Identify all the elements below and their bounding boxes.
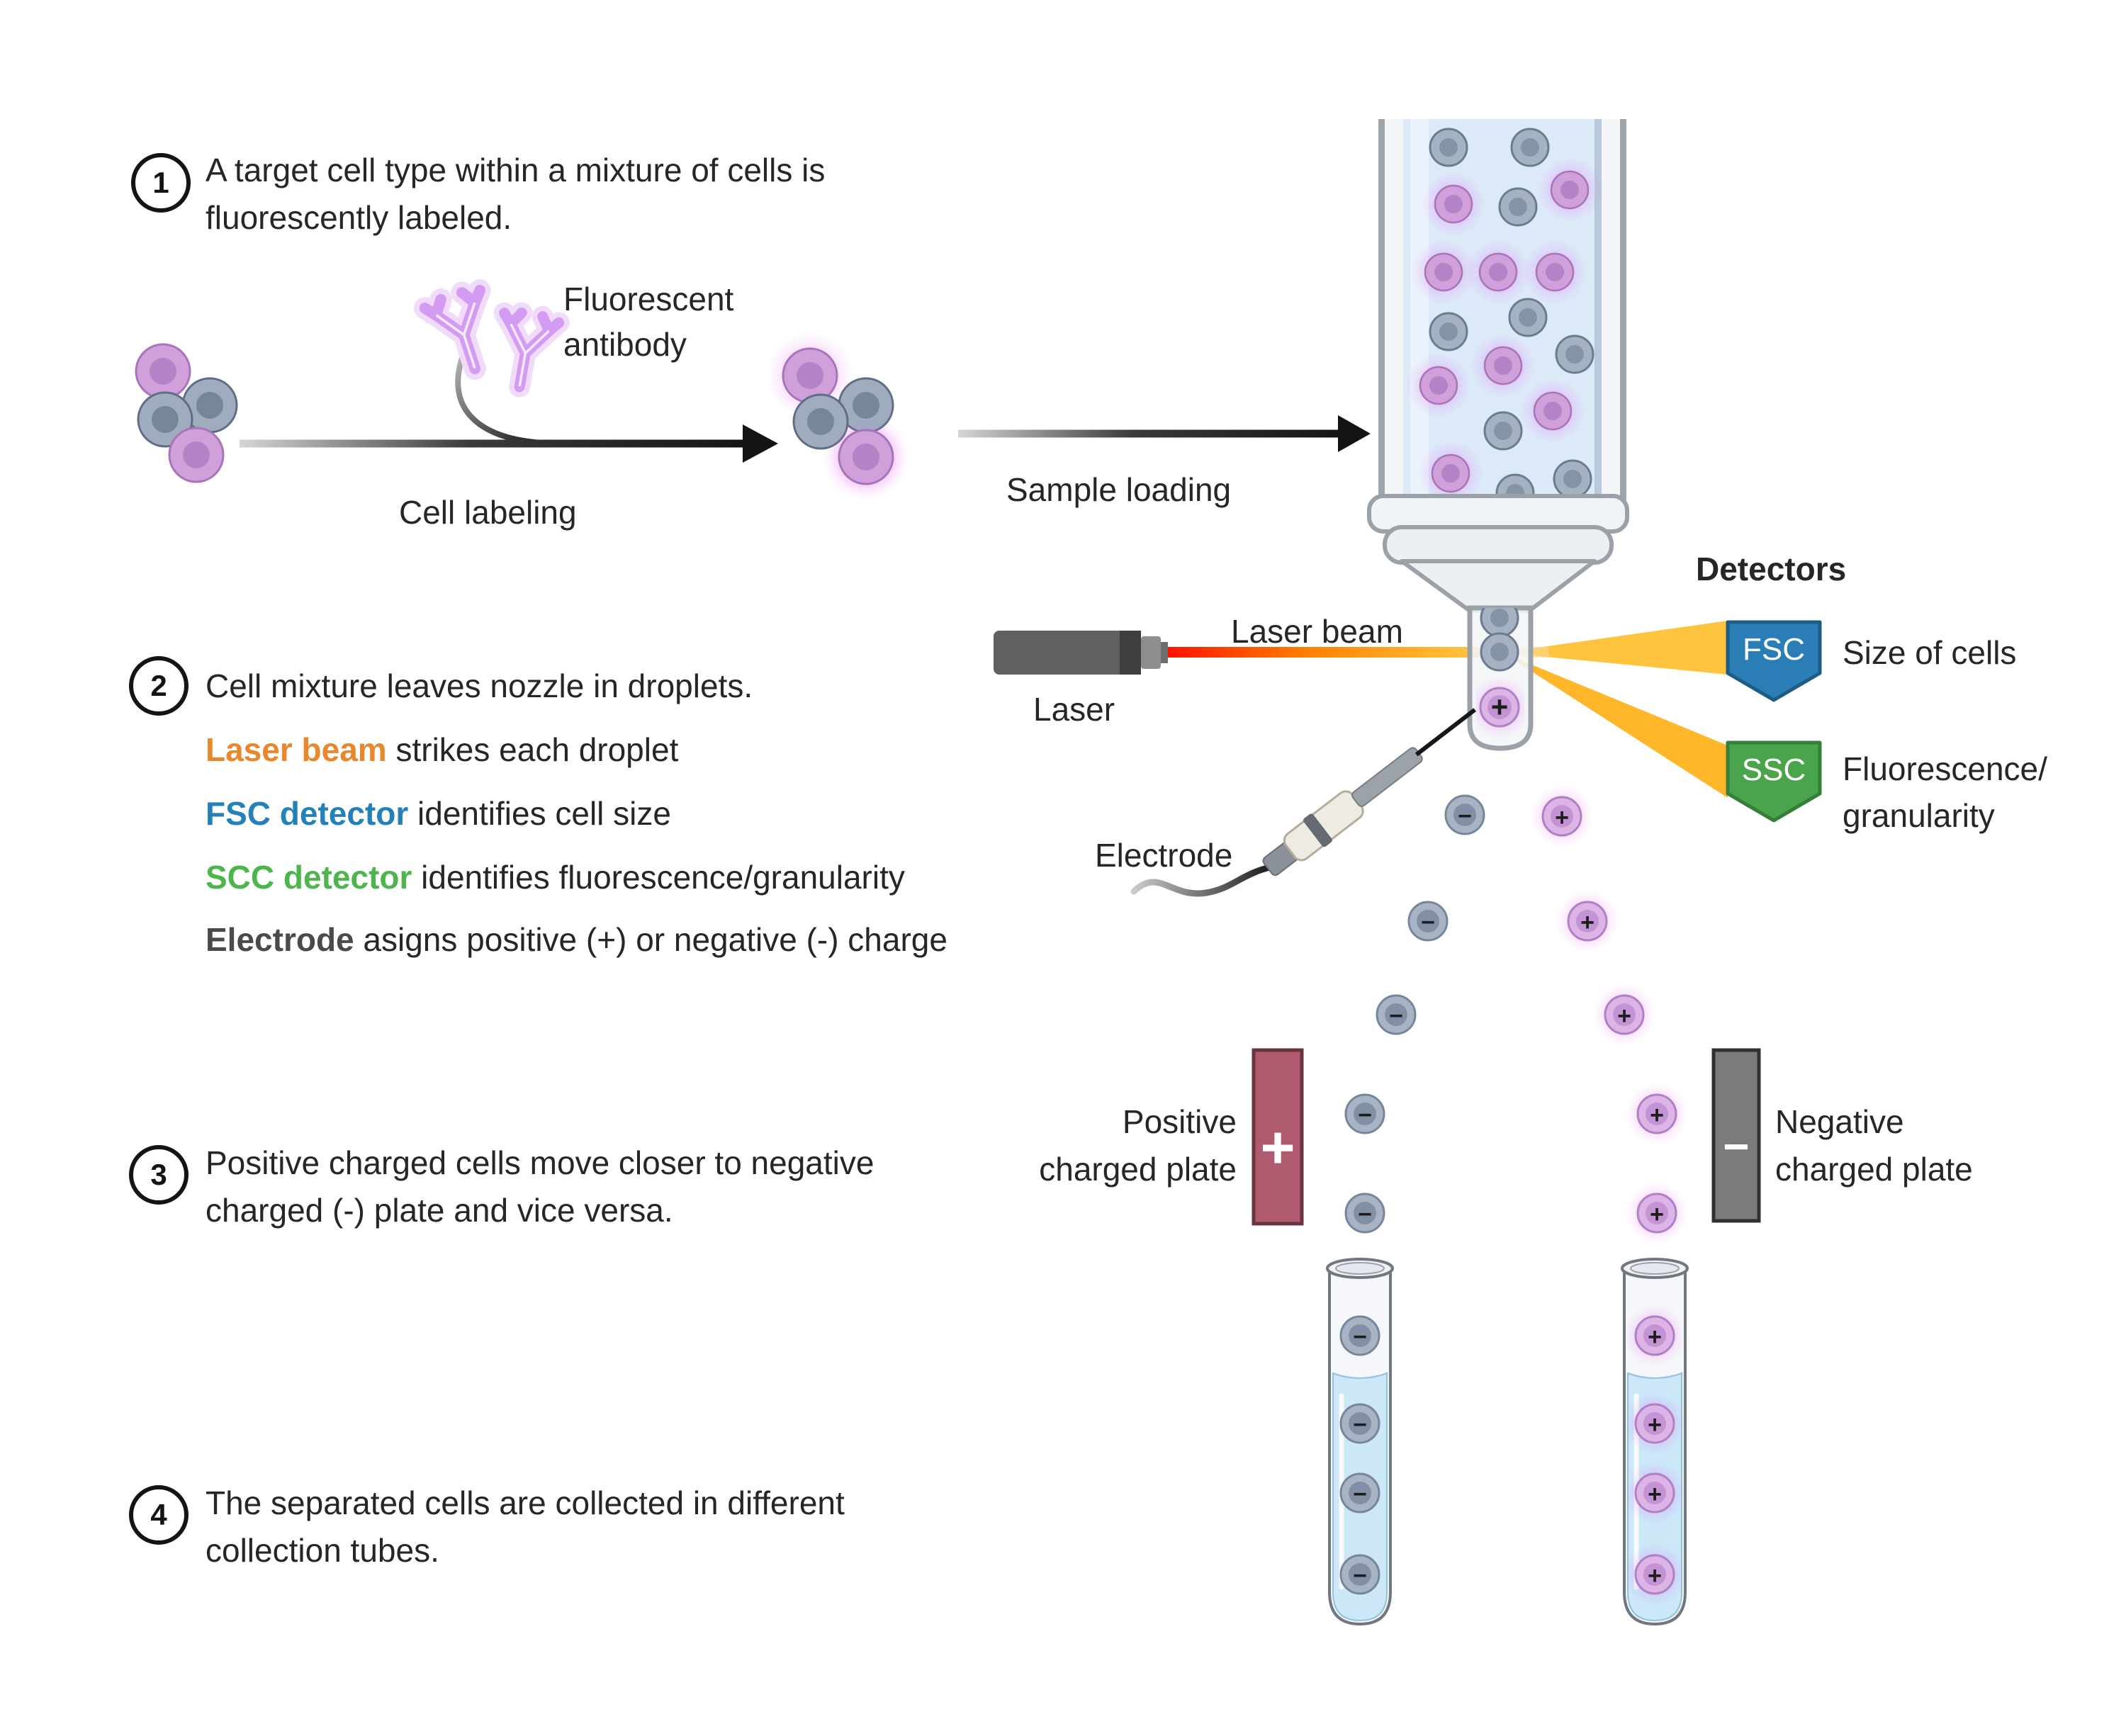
laser-device-icon bbox=[994, 631, 1168, 675]
svg-text:−: − bbox=[1421, 909, 1435, 936]
svg-text:−: − bbox=[1358, 1102, 1372, 1129]
cell-labeling-label: Cell labeling bbox=[399, 494, 577, 531]
svg-text:SSC: SSC bbox=[1742, 753, 1806, 787]
step-2-detail-laser: Laser beam strikes each droplet bbox=[206, 731, 679, 768]
nozzle-positive-droplet-charge: + bbox=[1491, 690, 1509, 723]
collection-tube-positive: + + + + bbox=[1621, 1258, 1689, 1626]
svg-text:+: + bbox=[1260, 1114, 1295, 1180]
svg-text:+: + bbox=[1555, 804, 1569, 831]
electrode-keyword: Electrode bbox=[206, 921, 354, 958]
fsc-detector-badge: FSC bbox=[1726, 620, 1822, 702]
svg-text:+: + bbox=[1580, 909, 1594, 936]
cell-labeling-arrow bbox=[240, 424, 778, 463]
electrode-icon bbox=[1262, 708, 1477, 877]
fluorescent-antibody-icon bbox=[424, 287, 559, 392]
svg-text:−: − bbox=[1358, 1201, 1372, 1228]
fsc-detector-keyword: FSC detector bbox=[206, 795, 409, 832]
nozzle-droplets bbox=[1475, 608, 1525, 738]
fsc-beam bbox=[1502, 621, 1728, 675]
collection-tube-negative: − − − − bbox=[1326, 1258, 1394, 1626]
svg-text:+: + bbox=[1648, 1411, 1662, 1438]
detectors-title: Detectors bbox=[1696, 551, 1847, 587]
labeled-cell-cluster bbox=[766, 332, 910, 501]
laser-beam-keyword: Laser beam bbox=[206, 731, 387, 768]
svg-text:−: − bbox=[1353, 1562, 1367, 1589]
fluorescent-antibody-label: Fluorescent antibody bbox=[563, 281, 734, 363]
step-1-number: 1 bbox=[131, 153, 191, 213]
ssc-description: Fluorescence/ granularity bbox=[1843, 750, 2047, 834]
svg-text:+: + bbox=[1648, 1562, 1662, 1589]
svg-text:−: − bbox=[1389, 1003, 1403, 1030]
svg-text:+: + bbox=[1617, 1003, 1631, 1030]
electrode-label: Electrode bbox=[1095, 837, 1233, 874]
sample-tube-cells bbox=[1406, 128, 1600, 500]
step-2-detail-fsc: FSC detector identifies cell size bbox=[206, 795, 671, 832]
svg-text:−: − bbox=[1353, 1481, 1367, 1508]
sample-loading-label: Sample loading bbox=[1006, 471, 1232, 508]
step-3-number: 3 bbox=[129, 1145, 189, 1205]
step-2-detail-electrode: Electrode asigns positive (+) or negativ… bbox=[206, 921, 947, 958]
ssc-beam bbox=[1502, 653, 1728, 798]
svg-text:+: + bbox=[1650, 1201, 1664, 1228]
step-4-text: The separated cells are collected in dif… bbox=[206, 1484, 845, 1569]
svg-text:+: + bbox=[1648, 1324, 1662, 1351]
ssc-detector-badge: SSC bbox=[1726, 740, 1822, 823]
sample-loading-arrow bbox=[958, 415, 1371, 452]
laser-beam-label: Laser beam bbox=[1231, 613, 1403, 650]
step-2-detail-scc: SCC detector identifies fluorescence/gra… bbox=[206, 859, 905, 896]
laser-beam bbox=[1168, 647, 1500, 658]
svg-text:−: − bbox=[1353, 1324, 1367, 1351]
positive-plate-label: Positive charged plate bbox=[1039, 1103, 1237, 1188]
svg-text:−: − bbox=[1353, 1411, 1367, 1438]
step-4-number: 4 bbox=[129, 1485, 189, 1545]
step-3-text: Positive charged cells move closer to ne… bbox=[206, 1144, 874, 1229]
svg-text:FSC: FSC bbox=[1743, 632, 1805, 667]
step-1-text: A target cell type within a mixture of c… bbox=[206, 152, 826, 236]
fsc-description: Size of cells bbox=[1843, 634, 2017, 671]
sample-tube-flange bbox=[1367, 494, 1629, 565]
svg-text:−: − bbox=[1723, 1121, 1749, 1172]
falling-droplets-positive: + + + + + bbox=[1531, 785, 1688, 1244]
step-2-title: Cell mixture leaves nozzle in droplets. bbox=[206, 667, 753, 704]
falling-droplets-negative: − − − − − bbox=[1344, 794, 1485, 1234]
positive-plate: + bbox=[1252, 1048, 1304, 1226]
step-2-number: 2 bbox=[129, 656, 189, 716]
svg-text:+: + bbox=[1650, 1102, 1664, 1129]
negative-plate-label: Negative charged plate bbox=[1775, 1103, 1973, 1188]
svg-text:−: − bbox=[1458, 803, 1472, 830]
laser-label: Laser bbox=[1033, 691, 1115, 728]
negative-plate: − bbox=[1711, 1048, 1761, 1223]
svg-text:+: + bbox=[1648, 1481, 1662, 1508]
sample-tube-funnel bbox=[1400, 559, 1597, 613]
unlabeled-cell-cluster bbox=[135, 343, 238, 483]
electrode-wire bbox=[1130, 862, 1279, 897]
scc-detector-keyword: SCC detector bbox=[206, 859, 412, 896]
